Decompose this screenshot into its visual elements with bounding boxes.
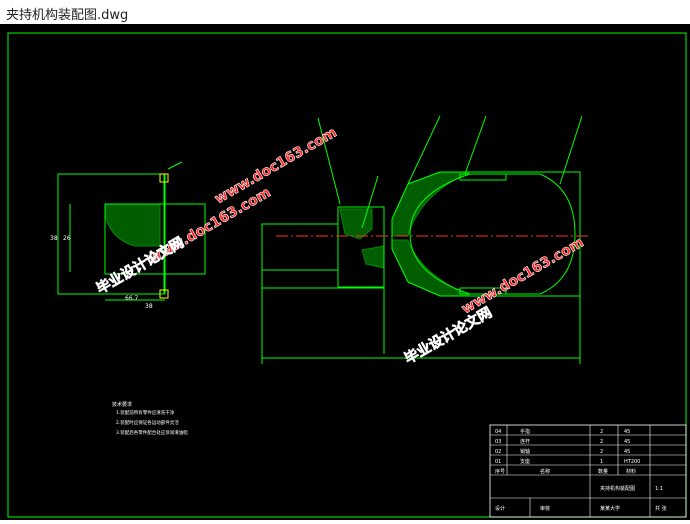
main-view: [261, 115, 590, 364]
header-qty: 数量: [598, 468, 608, 475]
leader-3: [464, 115, 487, 175]
leader-2: [407, 115, 441, 185]
pad-top: [459, 173, 507, 181]
leader-5: [361, 175, 379, 229]
part-qty-2: 2: [600, 439, 603, 445]
checker: 审核: [540, 505, 550, 512]
dim-width: 38: [145, 303, 153, 310]
cad-drawing: 38 26 66.7 38 技术要求 1.装配前所有零件应清: [7, 32, 687, 518]
part-no-2: 03: [495, 439, 501, 445]
drawing-border: [7, 32, 687, 518]
left-view-hatch: [104, 203, 161, 247]
leader-1: [317, 117, 341, 205]
dim-height: 38: [50, 235, 58, 242]
watermark-site-2: www.doc163.com: [459, 234, 587, 317]
part-name-3: 销轴: [520, 448, 530, 455]
dim-inner: 26: [63, 235, 71, 242]
part-name-4: 支座: [520, 458, 530, 465]
note-2: 2.装配时应保证各运动部件灵活: [116, 419, 179, 426]
part-material-1: 45: [624, 429, 630, 435]
watermark-2: www.doc163.com 毕业设计论文网: [401, 234, 587, 368]
drawing-canvas[interactable]: 38 26 66.7 38 技术要求 1.装配前所有零件应清: [0, 24, 690, 520]
part-no-3: 02: [495, 449, 501, 455]
watermark-1: www.doc163.com 毕业设计论文网: [93, 184, 274, 298]
note-3: 3.装配后各零件配合处应涂润滑油脂: [116, 429, 188, 436]
note-1: 1.装配前所有零件应清洗干净: [116, 409, 175, 416]
part-material-3: 45: [624, 449, 630, 455]
watermark-site-3: www.doc163.com: [212, 124, 340, 207]
part-qty-4: 1: [600, 459, 603, 465]
part-name-1: 手指: [520, 428, 530, 435]
part-qty-1: 2: [600, 429, 603, 435]
connector-hatch-mid: [361, 245, 385, 269]
header-material: 材料: [626, 468, 636, 475]
title-block: 04 手指 2 45 03 连杆 2 45 02 销轴 2 45 01 支座 1…: [489, 424, 687, 518]
title-bar: 夹持机构装配图.dwg: [0, 0, 690, 24]
leader-left: [167, 161, 183, 170]
sheet: 共 张: [655, 505, 667, 512]
pad-bottom: [459, 287, 507, 295]
tech-notes: 技术要求 1.装配前所有零件应清洗干净 2.装配时应保证各运动部件灵活 3.装配…: [112, 401, 188, 436]
school: 某某大学: [600, 505, 620, 512]
left-view-marker-top: [159, 173, 169, 183]
window-title: 夹持机构装配图.dwg: [6, 8, 129, 23]
left-view-marker-bottom: [159, 289, 169, 299]
drawing-name: 夹持机构装配图: [600, 485, 635, 492]
drawing-scale: 1:1: [655, 486, 663, 492]
connector-hatch-top: [339, 208, 373, 240]
left-view: 38 26 66.7 38: [50, 161, 206, 310]
notes-title: 技术要求: [112, 401, 132, 408]
leader-4: [559, 115, 583, 185]
dim-bottom: 66.7: [125, 295, 139, 302]
header-name: 名称: [540, 468, 550, 475]
title-block-frame: [489, 424, 687, 518]
part-no-4: 01: [495, 459, 501, 465]
part-name-2: 连杆: [520, 438, 530, 445]
left-view-outline: [57, 173, 165, 295]
header-no: 序号: [495, 468, 505, 475]
designer: 设计: [495, 505, 505, 512]
part-qty-3: 2: [600, 449, 603, 455]
part-no-1: 04: [495, 429, 501, 435]
jaw-hatch-top: [391, 171, 471, 237]
part-material-4: HT200: [624, 459, 640, 465]
jaw-hatch-bottom: [391, 239, 471, 297]
watermark-3: www.doc163.com: [212, 124, 340, 208]
part-material-2: 45: [624, 439, 630, 445]
shaft-body: [261, 223, 339, 271]
